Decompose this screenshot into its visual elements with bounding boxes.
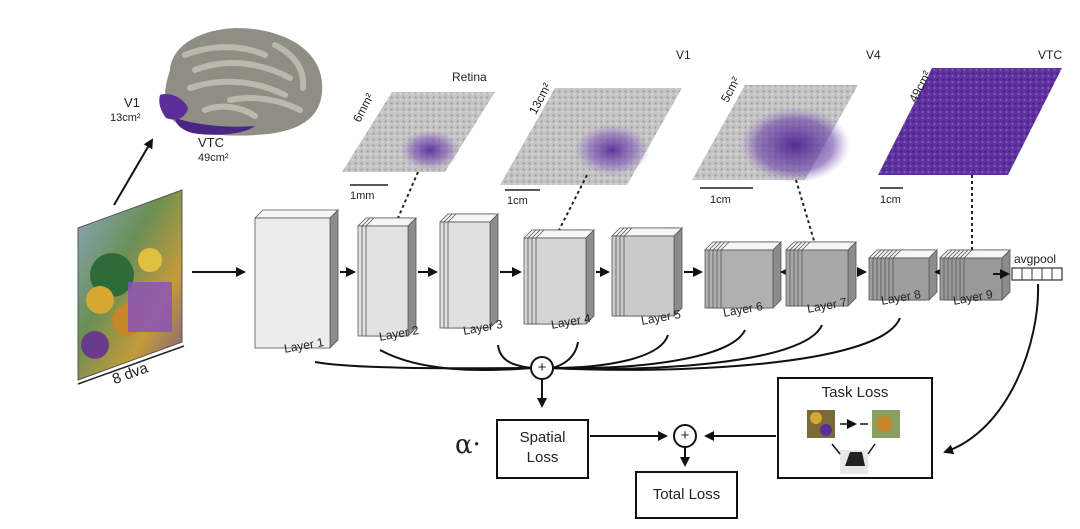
layer-block-8	[868, 249, 938, 301]
layer-sum-curves	[314, 317, 901, 372]
spatial-loss-text: Spatial Loss	[497, 428, 588, 468]
brain-vtc-area: 49cm²	[198, 152, 229, 164]
map-v4-scale: 1cm	[710, 194, 731, 206]
layer-block-3	[439, 213, 499, 329]
map-vtc-scale: 1cm	[880, 194, 901, 206]
layer-block-6	[704, 241, 782, 309]
total-loss-box	[635, 471, 738, 519]
map-v4-name: V4	[866, 48, 881, 62]
spatial-loss-line2: Loss	[526, 449, 559, 466]
avgpool-label: avgpool	[1014, 252, 1057, 266]
total-loss-text: Total Loss	[652, 486, 721, 503]
map-v1	[500, 88, 682, 191]
map-retina-scale: 1mm	[350, 190, 375, 202]
map-layer-connectors	[397, 171, 973, 252]
layer-block-1	[254, 209, 339, 349]
layer-block-2	[357, 217, 417, 337]
brain-vtc-label: VTC	[198, 135, 224, 150]
map-v1-scale: 1cm	[507, 195, 528, 207]
map-retina-name: Retina	[452, 70, 487, 84]
alpha-label: α·	[455, 430, 481, 460]
brain-illustration	[159, 28, 323, 136]
avgpool-vector	[1011, 267, 1063, 281]
map-vtc-name: VTC	[1038, 48, 1062, 62]
image-to-brain-arrow	[113, 138, 154, 206]
layer-stack	[254, 209, 1011, 349]
input-image-highlight	[128, 282, 172, 332]
map-vtc	[878, 68, 1062, 189]
input-image	[77, 189, 185, 385]
layer-sum-plus: +	[537, 359, 547, 376]
map-retina	[342, 92, 495, 186]
spatial-loss-line1: Spatial	[519, 429, 566, 446]
brain-gyri	[182, 42, 307, 119]
task-loss-thumbnails	[807, 410, 900, 474]
map-v4	[692, 85, 858, 189]
layer-block-4	[523, 229, 595, 325]
layer-block-7	[785, 241, 857, 307]
brain-v1-label: V1	[124, 95, 140, 110]
map-v1-name: V1	[676, 48, 691, 62]
avgpool-to-task-arrow	[943, 283, 1040, 455]
spatial-loss-box	[496, 419, 589, 479]
layer-block-5	[611, 227, 683, 317]
brain-vtc-region	[175, 118, 255, 135]
brain-v1-area: 13cm²	[110, 112, 141, 124]
total-sum-plus: +	[680, 427, 690, 444]
layer-block-9	[939, 249, 1011, 301]
brain-v1-region	[159, 94, 188, 120]
task-loss-text: Task Loss	[821, 384, 889, 401]
